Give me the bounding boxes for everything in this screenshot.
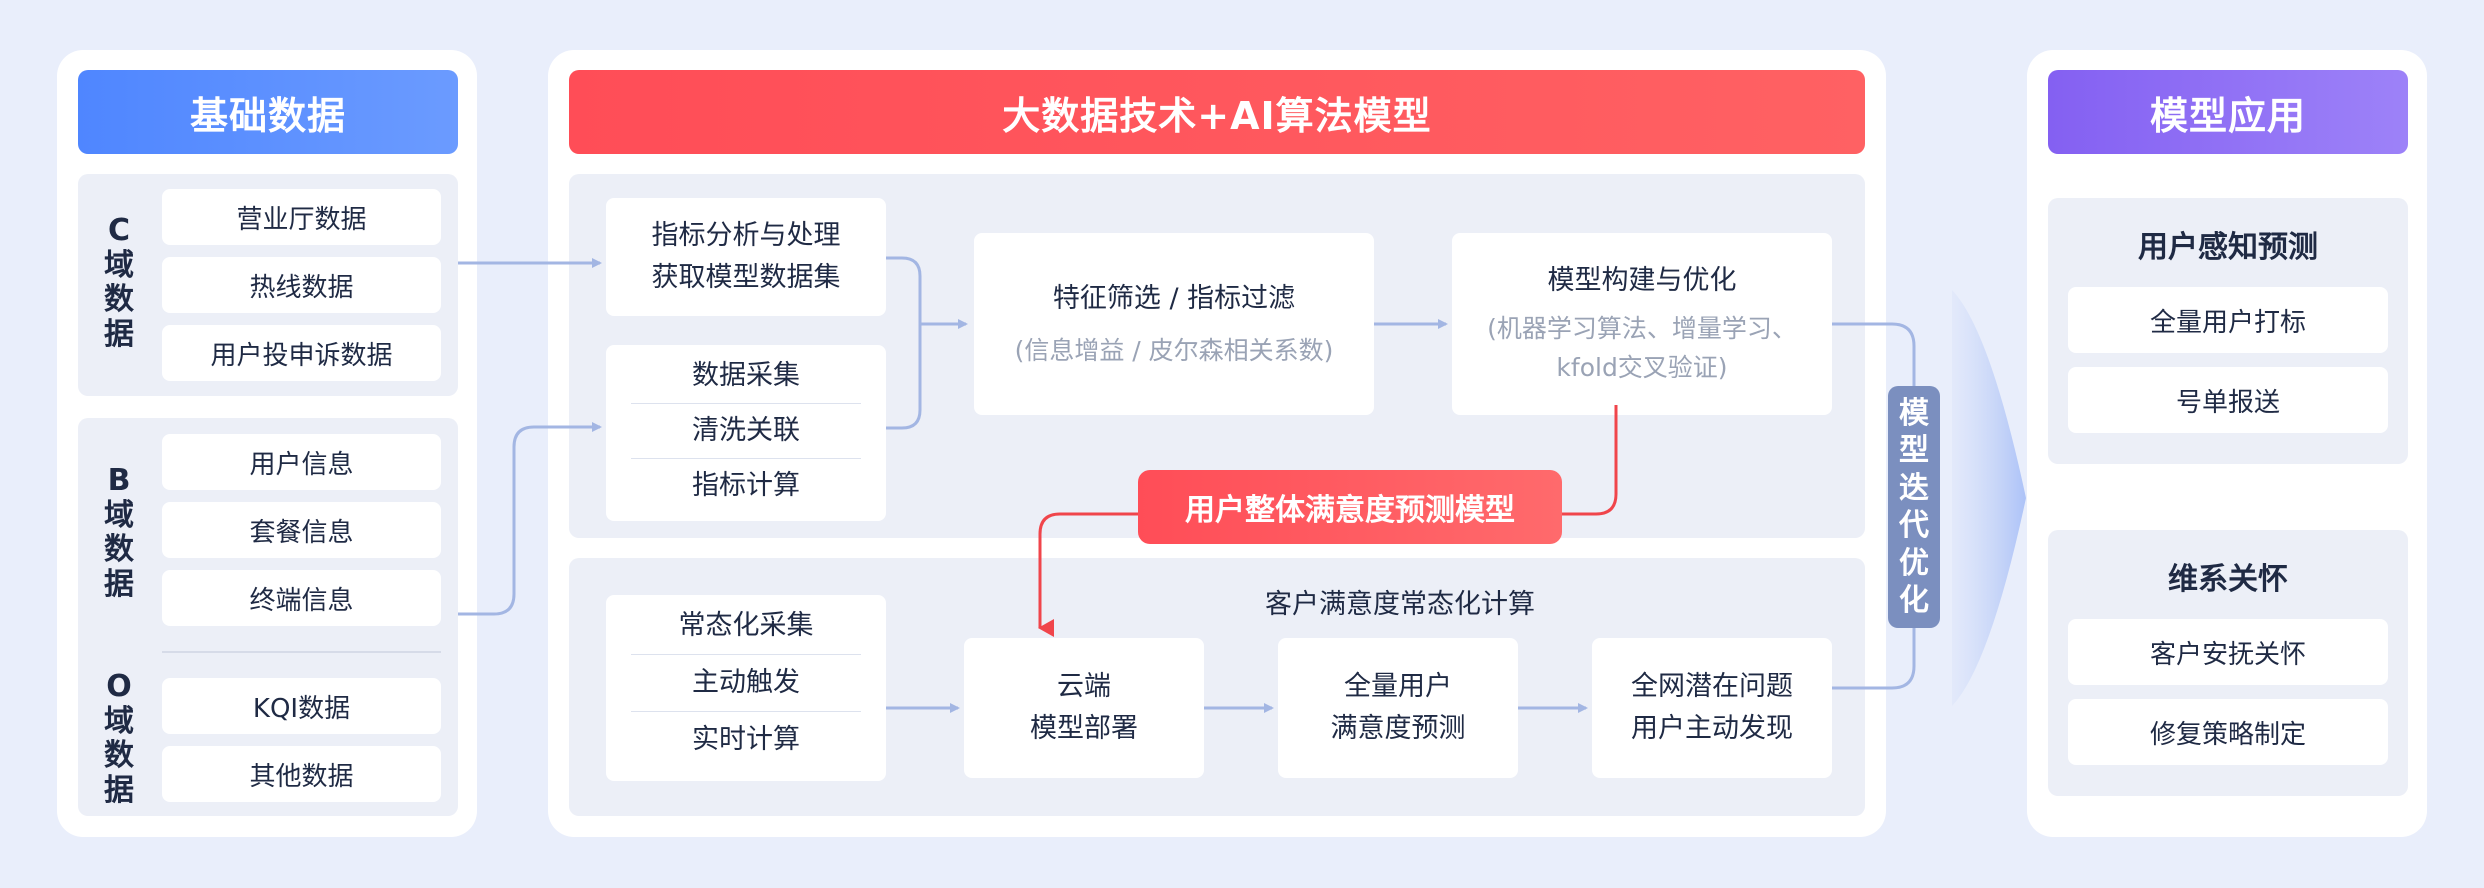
- data-collect-card: 数据采集 清洗关联 指标计算: [606, 345, 886, 521]
- collect-divider-2: [631, 458, 861, 459]
- c-domain-label: C 域 数 据: [104, 213, 134, 352]
- routine-step-3: 实时计算: [692, 724, 800, 755]
- c-item-complaints: 用户投申诉数据: [162, 325, 441, 381]
- collect-divider-1: [631, 403, 861, 404]
- application-fan: [1952, 290, 2026, 706]
- b-item-package-info: 套餐信息: [162, 502, 441, 558]
- routine-step-2: 主动触发: [692, 667, 800, 698]
- iteration-optimization-bar: 模 型 迭 代 优 化: [1888, 386, 1940, 628]
- indicator-analysis-card: 指标分析与处理 获取模型数据集: [606, 198, 886, 316]
- collect-step-1: 数据采集: [692, 360, 800, 391]
- b-item-user-info: 用户信息: [162, 434, 441, 490]
- routine-title: 客户满意度常态化计算: [1265, 589, 1535, 620]
- problem-discover-card: 全网潜在问题 用户主动发现: [1592, 638, 1832, 778]
- care-item-repair: 修复策略制定: [2068, 699, 2388, 765]
- o-item-other: 其他数据: [162, 746, 441, 802]
- bigdata-ai-header: 大数据技术+AI算法模型: [569, 70, 1865, 154]
- model-build-card: 模型构建与优化 (机器学习算法、增量学习、 kfold交叉验证): [1452, 233, 1832, 415]
- perception-title: 用户感知预测: [2138, 230, 2318, 265]
- care-title: 维系关怀: [2168, 562, 2288, 597]
- perception-item-report: 号单报送: [2068, 367, 2388, 433]
- basic-data-header: 基础数据: [78, 70, 458, 154]
- collect-step-3: 指标计算: [692, 470, 800, 501]
- feature-selection-card: 特征筛选 / 指标过滤 (信息增益 / 皮尔森相关系数): [974, 233, 1374, 415]
- routine-collect-card: 常态化采集 主动触发 实时计算: [606, 595, 886, 781]
- bo-divider: [162, 651, 441, 653]
- satisfaction-model-pill: 用户整体满意度预测模型: [1138, 470, 1562, 544]
- o-item-kqi: KQI数据: [162, 678, 441, 734]
- routine-step-1: 常态化采集: [678, 610, 814, 641]
- perception-item-tagging: 全量用户打标: [2068, 287, 2388, 353]
- c-item-business-hall: 营业厅数据: [162, 189, 441, 245]
- c-item-hotline: 热线数据: [162, 257, 441, 313]
- routine-divider-1: [631, 654, 861, 655]
- model-application-header: 模型应用: [2048, 70, 2408, 154]
- b-domain-label: B 域 数 据: [104, 463, 134, 602]
- collect-step-2: 清洗关联: [692, 415, 800, 446]
- o-domain-label: O 域 数 据: [104, 669, 134, 808]
- routine-divider-2: [631, 711, 861, 712]
- cloud-deploy-card: 云端 模型部署: [964, 638, 1204, 778]
- satisfaction-predict-card: 全量用户 满意度预测: [1278, 638, 1518, 778]
- b-item-terminal-info: 终端信息: [162, 570, 441, 626]
- care-item-appease: 客户安抚关怀: [2068, 619, 2388, 685]
